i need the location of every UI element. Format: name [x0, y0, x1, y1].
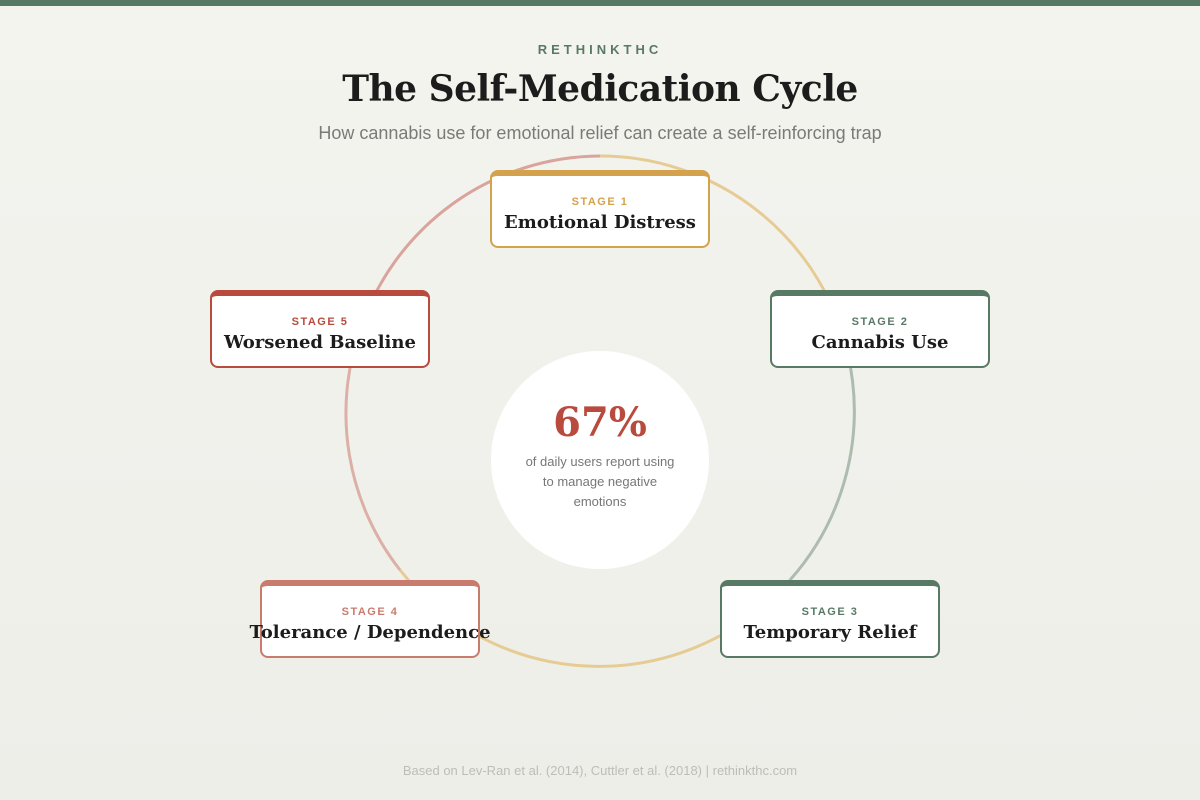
stage-label: STAGE 5: [291, 316, 349, 328]
stage-label: STAGE 3: [801, 606, 859, 618]
stage-name: Temporary Relief: [743, 622, 917, 643]
stage-4-card: STAGE 4 Tolerance / Dependence: [249, 580, 491, 658]
stage-5-card: STAGE 5 Worsened Baseline: [210, 290, 430, 368]
page-title: The Self-Medication Cycle: [342, 68, 858, 110]
source-footer: Based on Lev-Ran et al. (2014), Cuttler …: [402, 763, 798, 778]
stage-label: STAGE 1: [571, 196, 629, 208]
stage-1-card: STAGE 1 Emotional Distress: [490, 170, 710, 248]
brand-label: RETHINKTHC: [537, 42, 663, 57]
stat-circle: 67% of daily users report using to manag…: [491, 351, 709, 569]
stage-label: STAGE 4: [341, 606, 399, 618]
stat-description: of daily users report using to manage ne…: [525, 454, 675, 509]
stage-name: Worsened Baseline: [224, 332, 416, 353]
stage-label: STAGE 2: [851, 316, 909, 328]
stage-2-card: STAGE 2 Cannabis Use: [770, 290, 990, 368]
stage-name: Tolerance / Dependence: [249, 622, 491, 643]
arc-2-3: [788, 354, 856, 581]
stage-name: Cannabis Use: [811, 332, 949, 353]
stage-3-card: STAGE 3 Temporary Relief: [720, 580, 940, 658]
top-accent-bar: [0, 0, 1200, 6]
page-subtitle: How cannabis use for emotional relief ca…: [318, 123, 882, 143]
arc-5-1: [358, 154, 601, 331]
stage-name: Emotional Distress: [504, 212, 696, 233]
stat-value: 67%: [553, 399, 647, 446]
